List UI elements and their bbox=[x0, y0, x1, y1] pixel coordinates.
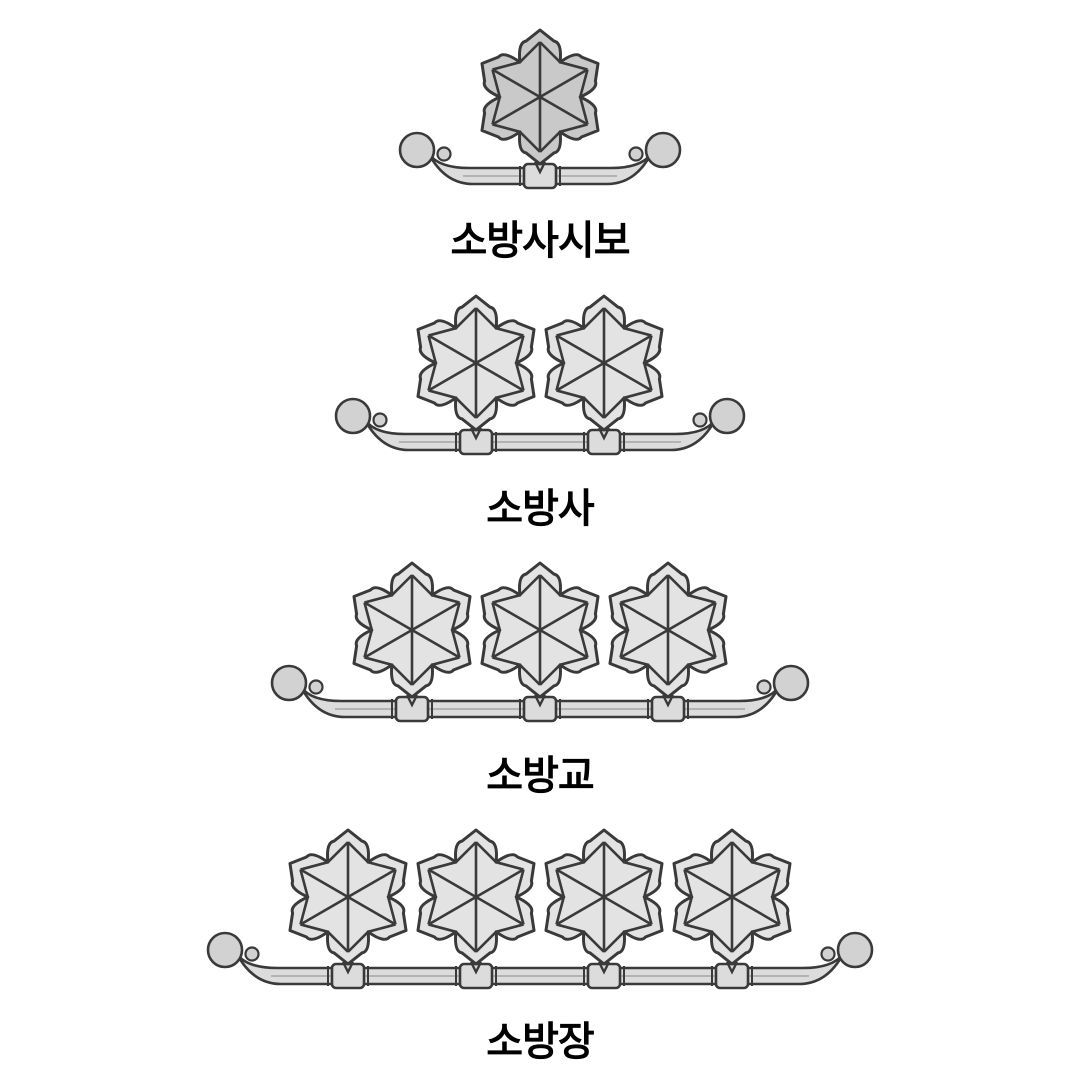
bar-clasp-icon bbox=[650, 695, 686, 723]
rank-label-fire-sergeant: 소방장 bbox=[486, 1019, 594, 1065]
bar-clasp-icon bbox=[330, 962, 366, 990]
insignia-bar-icon bbox=[270, 664, 810, 723]
insignia-rank-1 bbox=[334, 294, 746, 456]
hexagonal-snowflake-emblem-icon bbox=[416, 828, 536, 975]
hexagonal-snowflake-emblem-icon bbox=[352, 561, 472, 708]
scroll-end-icon bbox=[836, 931, 874, 969]
hexagonal-snowflake-emblem-icon bbox=[544, 828, 664, 975]
rank-label-firefighter: 소방사 bbox=[486, 486, 594, 532]
scroll-end-icon bbox=[206, 931, 244, 969]
rank-label-senior-firefighter: 소방교 bbox=[486, 753, 594, 799]
insignia-bar-icon bbox=[206, 931, 874, 990]
scroll-end-icon bbox=[334, 397, 372, 435]
insignia-rank-0 bbox=[398, 28, 682, 190]
bar-clasp-icon bbox=[522, 162, 558, 190]
scroll-end-icon bbox=[772, 664, 810, 702]
bar-clasp-icon bbox=[586, 962, 622, 990]
scroll-end-icon bbox=[644, 131, 682, 169]
hexagonal-snowflake-emblem-icon bbox=[608, 561, 728, 708]
bar-clasp-icon bbox=[458, 962, 494, 990]
hexagonal-snowflake-emblem-icon bbox=[544, 294, 664, 441]
scroll-end-icon bbox=[270, 664, 308, 702]
bar-clasp-icon bbox=[522, 695, 558, 723]
bar-clasp-icon bbox=[394, 695, 430, 723]
scroll-end-icon bbox=[708, 397, 746, 435]
hexagonal-snowflake-emblem-icon bbox=[480, 561, 600, 708]
insignia-bar-icon bbox=[334, 397, 746, 456]
hexagonal-snowflake-emblem-icon bbox=[672, 828, 792, 975]
bar-clasp-icon bbox=[586, 428, 622, 456]
hexagonal-snowflake-emblem-icon bbox=[480, 28, 600, 175]
insignia-rank-3 bbox=[206, 828, 874, 990]
bar-clasp-icon bbox=[458, 428, 494, 456]
insignia-rank-2 bbox=[270, 561, 810, 723]
scroll-end-icon bbox=[398, 131, 436, 169]
rank-label-probationary-firefighter: 소방사시보 bbox=[450, 218, 631, 264]
hexagonal-snowflake-emblem-icon bbox=[288, 828, 408, 975]
bar-clasp-icon bbox=[714, 962, 750, 990]
insignia-bar-icon bbox=[398, 131, 682, 190]
hexagonal-snowflake-emblem-icon bbox=[416, 294, 536, 441]
